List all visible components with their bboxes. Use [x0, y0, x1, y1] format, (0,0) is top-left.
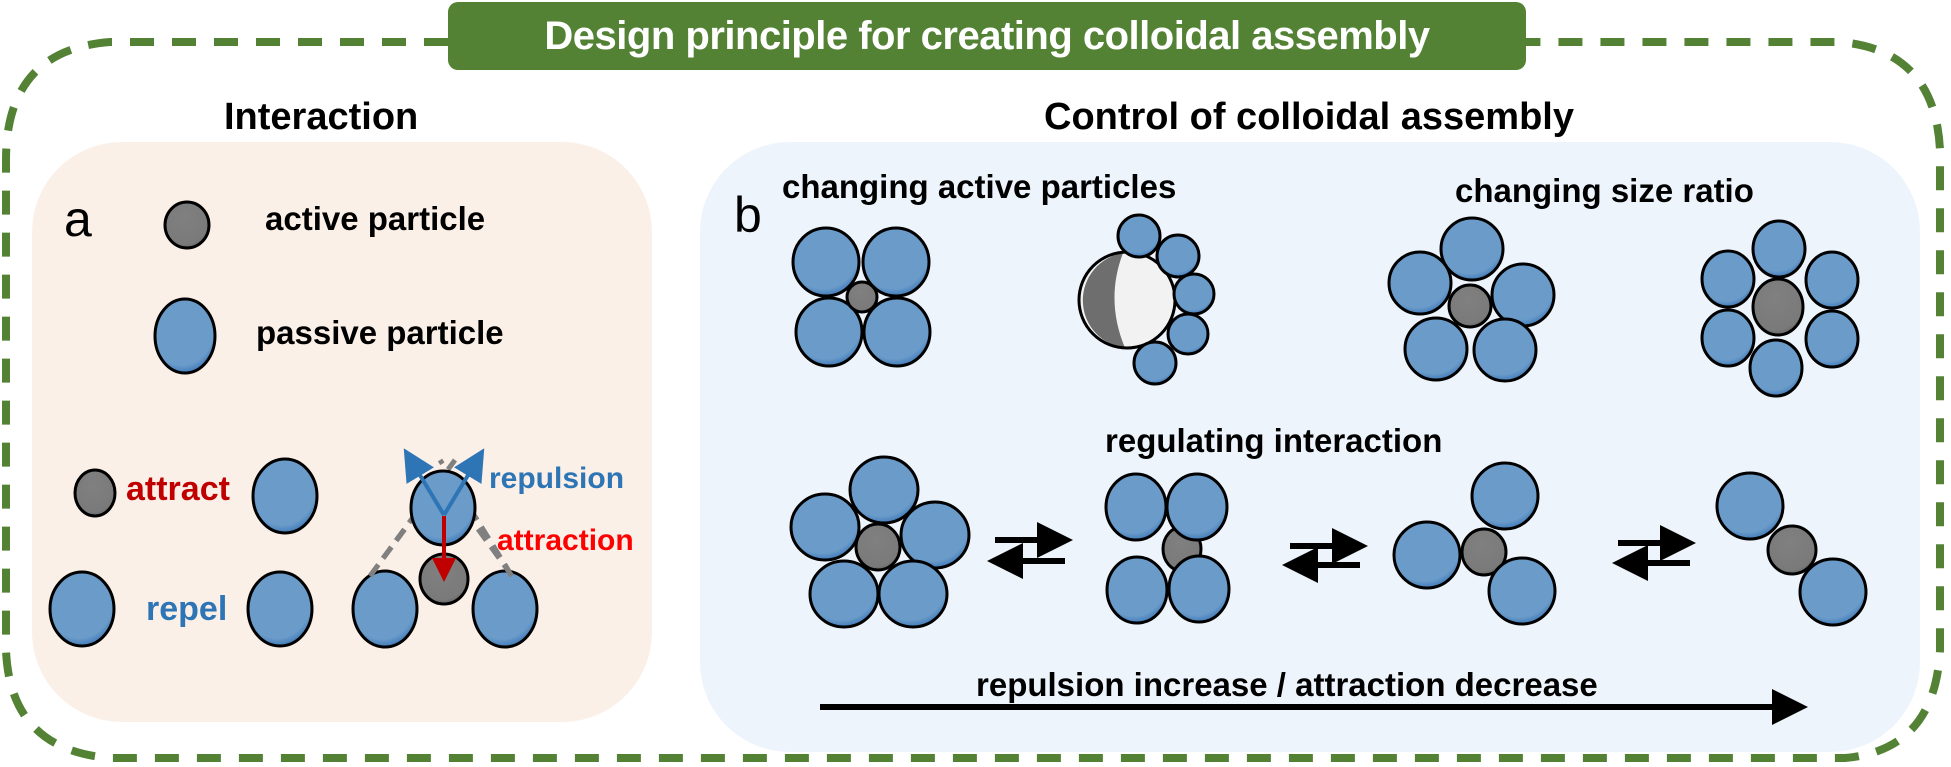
- guide-dashed-line: [367, 527, 408, 578]
- trend-label: repulsion increase / attraction decrease: [976, 666, 1598, 703]
- passive-particle-icon: [791, 226, 861, 298]
- passive-particle-icon: [789, 492, 861, 562]
- active-particle-icon: [1751, 277, 1805, 337]
- repulsion-arrow: [403, 448, 446, 517]
- active-particle-icon: [854, 522, 902, 572]
- repulsion-arrow: [442, 448, 485, 517]
- panel-letter-a: a: [64, 191, 92, 247]
- repel-label: repel: [146, 590, 228, 628]
- passive-particle-icon: [1392, 520, 1462, 590]
- passive-particle-icon: [1804, 250, 1860, 310]
- passive-particle-icon: [471, 569, 539, 649]
- passive-particle-icon: [1165, 472, 1229, 542]
- passive-particle-icon: [1470, 461, 1540, 531]
- passive-particle-icon: [153, 297, 217, 375]
- active-particle-icon: [1766, 524, 1818, 576]
- changing-active-particles-label: changing active particles: [782, 168, 1177, 205]
- passive-particle-icon: [251, 457, 319, 535]
- regulating-interaction-label: regulating interaction: [1105, 422, 1443, 459]
- active-particle-icon: [845, 280, 879, 314]
- passive-particle-icon: [794, 296, 864, 368]
- interaction-heading: Interaction: [224, 96, 419, 138]
- passive-particle-icon: [899, 500, 971, 570]
- passive-particle-icon: [1166, 312, 1210, 356]
- figure-title: Design principle for creating colloidal …: [448, 2, 1526, 70]
- active-particle-icon: [1460, 527, 1508, 577]
- passive-particle-icon: [1804, 309, 1860, 369]
- passive-particle-icon: [1403, 316, 1469, 382]
- passive-particle-icon: [1167, 554, 1231, 624]
- passive-particle-icon: [1472, 317, 1538, 383]
- passive-particle-icon: [1439, 216, 1505, 282]
- interaction-panel: [32, 142, 652, 722]
- attract-label: attract: [126, 470, 230, 508]
- passive-particle-icon: [862, 296, 932, 368]
- active-particle-icon: [1447, 283, 1493, 329]
- attraction-label: attraction: [497, 524, 634, 557]
- passive-particle-icon: [1172, 272, 1216, 316]
- passive-particle-icon: [1132, 340, 1178, 386]
- passive-particle-icon: [246, 570, 314, 648]
- passive-particle-icon: [1700, 308, 1756, 368]
- passive-particle-icon: [1715, 471, 1785, 541]
- passive-particle-icon: [877, 559, 949, 629]
- passive-particle-label: passive particle: [256, 314, 504, 351]
- passive-particle-icon: [1104, 472, 1168, 542]
- active-particle-icon: [163, 200, 211, 250]
- passive-particle-icon: [1798, 557, 1868, 627]
- passive-particle-icon: [351, 569, 419, 649]
- active-particle-icon: [73, 468, 117, 518]
- passive-particle-icon: [1105, 555, 1169, 625]
- janus-particle: [1077, 250, 1177, 350]
- passive-particle-icon: [1155, 233, 1201, 279]
- passive-particle-icon: [1748, 338, 1804, 398]
- control-heading: Control of colloidal assembly: [1044, 96, 1574, 138]
- passive-particle-icon: [1487, 556, 1557, 626]
- active-particle-label: active particle: [265, 200, 486, 237]
- passive-particle-icon: [808, 559, 880, 629]
- passive-particle-icon: [48, 570, 116, 648]
- guide-dashed-line: [475, 527, 515, 578]
- changing-size-ratio-label: changing size ratio: [1455, 172, 1754, 209]
- passive-particle-icon: [848, 455, 920, 525]
- repulsion-label: repulsion: [489, 462, 625, 495]
- passive-particle-icon: [1116, 213, 1162, 259]
- passive-particle-icon: [1387, 250, 1453, 316]
- panel-letter-b: b: [734, 187, 762, 243]
- passive-particle-icon: [1490, 262, 1556, 328]
- passive-particle-icon: [861, 226, 931, 298]
- passive-particle-icon: [1700, 249, 1756, 309]
- passive-particle-icon: [1751, 219, 1807, 279]
